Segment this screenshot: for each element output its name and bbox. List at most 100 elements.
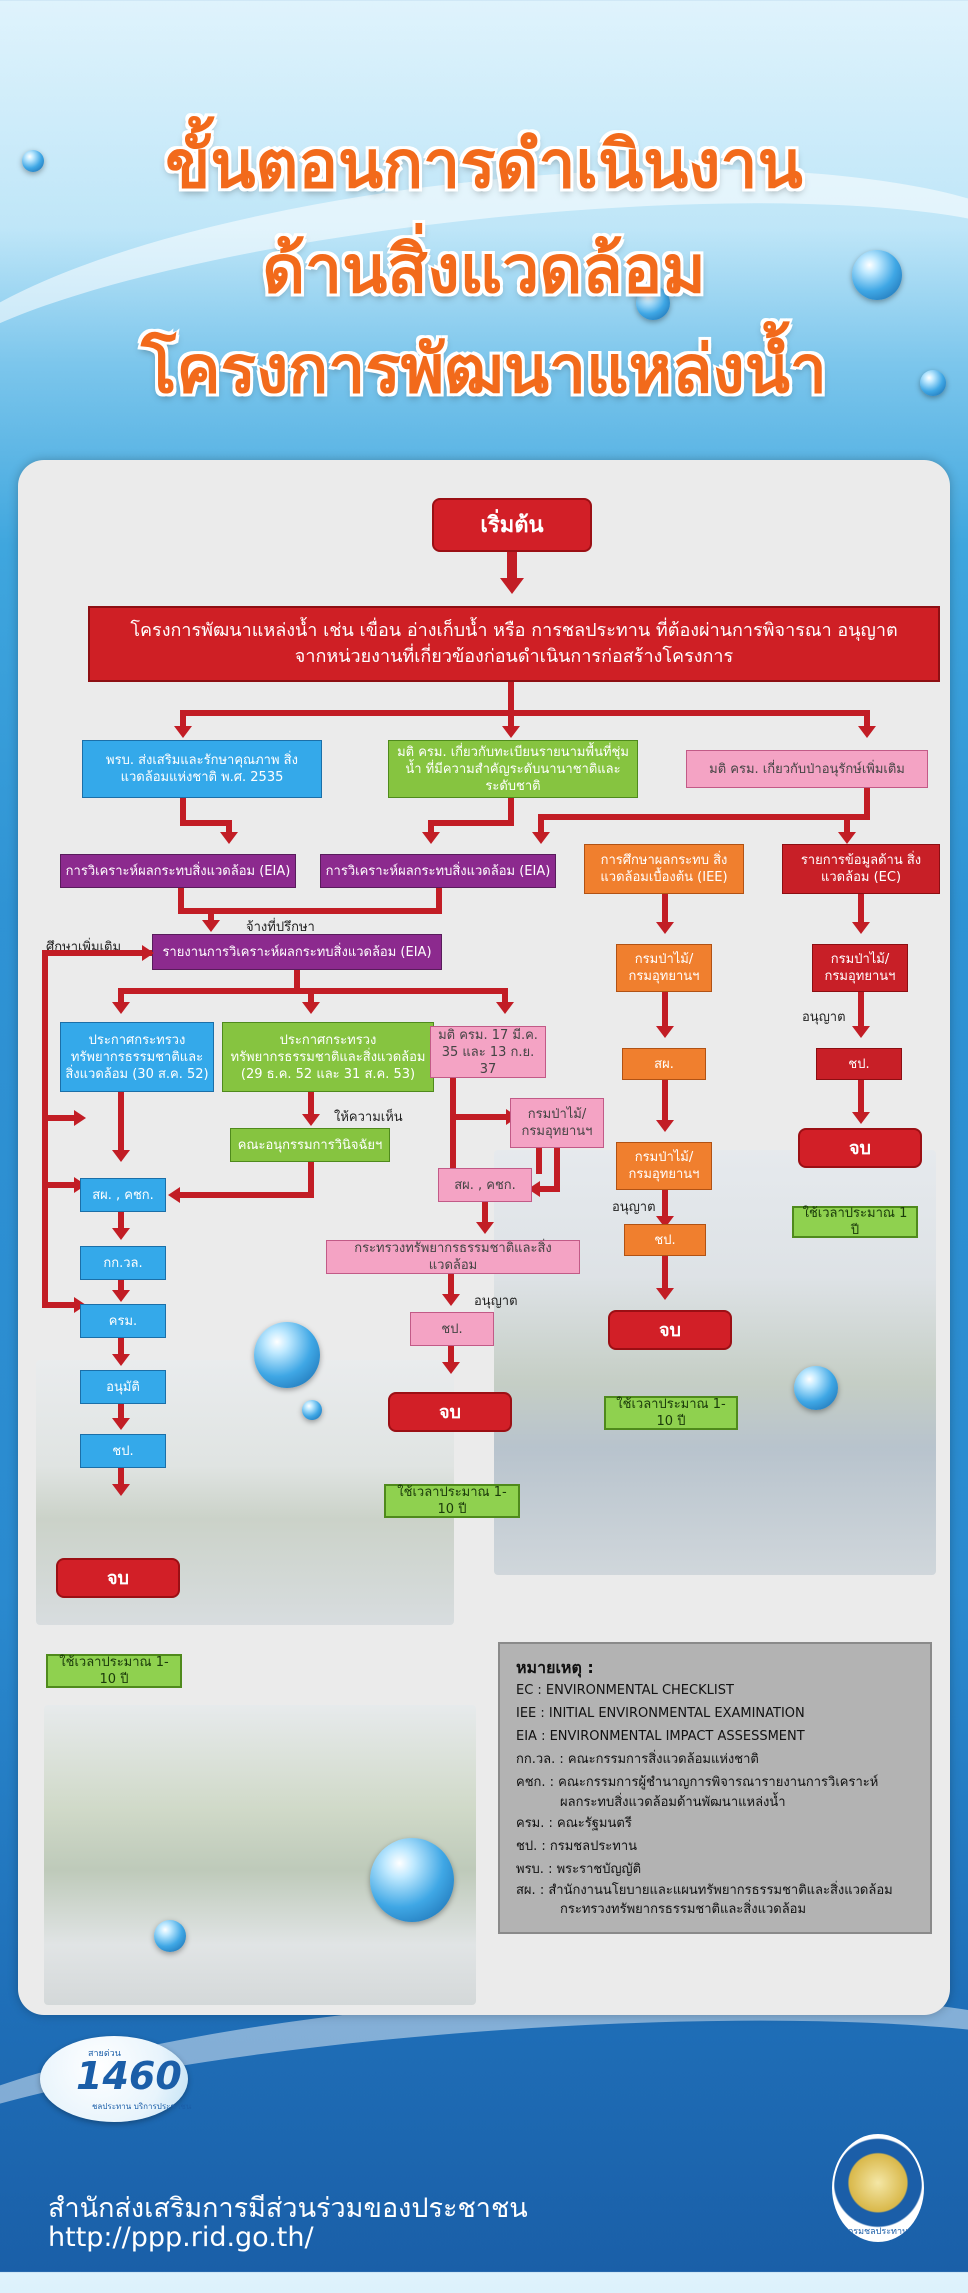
- arrow-down: [852, 1026, 870, 1038]
- website-link[interactable]: http://ppp.rid.go.th/: [48, 2222, 314, 2253]
- arrow-down: [532, 832, 550, 844]
- connector-line: [502, 988, 508, 1004]
- connector-line: [536, 1148, 542, 1174]
- connector-line: [448, 1286, 454, 1296]
- connector-line: [554, 1148, 560, 1192]
- cabinet-wetland-box: มติ ครม. เกี่ยวกับทะเบียนรายนามพื้นที่ชุ…: [388, 740, 638, 798]
- connector-line: [178, 1192, 314, 1198]
- arrow-down: [112, 1354, 130, 1366]
- connector-line: [308, 988, 314, 1004]
- end-box-4: จบ: [798, 1128, 922, 1168]
- arrow-down: [422, 832, 440, 844]
- connector-line: [864, 710, 870, 728]
- connector-line: [662, 894, 668, 924]
- onep-kcn-box-1: สผ. , คชก.: [80, 1178, 166, 1212]
- announcement-box-1: ประกาศกระทรวง ทรัพยากรธรรมชาติและ สิ่งแว…: [60, 1022, 214, 1092]
- arrow-down: [112, 1002, 130, 1014]
- arrow-down: [656, 922, 674, 934]
- nec-box: กก.วล.: [80, 1246, 166, 1280]
- connector-line: [180, 710, 186, 728]
- connector-line: [180, 798, 186, 824]
- arrow-right: [142, 945, 154, 961]
- arrow-down: [302, 1002, 320, 1014]
- note-item: EC : ENVIRONMENTAL CHECKLIST: [516, 1683, 734, 1698]
- connector-line: [428, 820, 514, 826]
- connector-line: [208, 908, 214, 922]
- hotline-top-text: สายด่วน: [88, 2049, 121, 2059]
- arrow-down: [442, 1294, 460, 1306]
- subcommittee-box: คณะอนุกรรมการวินิจฉัยฯ: [230, 1128, 390, 1162]
- note-item: ชป. : กรมชลประทาน: [516, 1839, 638, 1854]
- arrow-down: [202, 920, 220, 932]
- water-bubble-icon: [22, 150, 44, 172]
- connector-line: [178, 908, 442, 914]
- connector-line: [858, 1080, 864, 1114]
- forest-dept-box-1: กรมป่าไม้/ กรมอุทยานฯ: [510, 1098, 604, 1148]
- hotline-number: 1460: [76, 2054, 182, 2098]
- connector-line: [118, 1212, 124, 1230]
- connector-line: [118, 1338, 124, 1356]
- connector-line: [508, 798, 514, 824]
- connector-line: [864, 788, 870, 818]
- time-label-cabinet: ใช้เวลาประมาณ 1-10 ปี: [384, 1484, 520, 1518]
- water-bubble-icon: [852, 250, 902, 300]
- connector-line: [436, 888, 442, 914]
- arrow-down: [502, 726, 520, 738]
- act-env-box: พรบ. ส่งเสริมและรักษาคุณภาพ สิ่งแวดล้อมแ…: [82, 740, 322, 798]
- connector-line: [507, 552, 517, 580]
- connector-line: [662, 1190, 668, 1218]
- forest-dept-box-4: กรมป่าไม้/ กรมอุทยานฯ: [812, 944, 908, 992]
- eia-box-2: การวิเคราะห์ผลกระทบสิ่งแวดล้อม (EIA): [320, 854, 556, 888]
- connector-line: [858, 992, 864, 1028]
- end-box-1: จบ: [56, 1558, 180, 1598]
- rid-box-3: ชป.: [624, 1224, 706, 1256]
- connector-line: [42, 1302, 80, 1308]
- arrow-down: [220, 832, 238, 844]
- give-opinion-label: ให้ความเห็น: [334, 1110, 403, 1125]
- connector-line: [226, 820, 232, 834]
- connector-line: [508, 682, 514, 712]
- onep-kcn-box-2: สผ. , คชก.: [438, 1168, 532, 1202]
- arrow-down: [442, 1362, 460, 1374]
- cabinet-box: ครม.: [80, 1304, 166, 1338]
- announcement-box-2: ประกาศกระทรวง ทรัพยากรธรรมชาติและสิ่งแวด…: [222, 1022, 434, 1092]
- connector-line: [450, 1078, 456, 1184]
- connector-line: [844, 814, 850, 834]
- note-item: พรบ. : พระราชบัญญัติ: [516, 1862, 642, 1877]
- connector-line: [118, 1468, 124, 1486]
- connector-line: [448, 1274, 454, 1292]
- arrow-down: [656, 1120, 674, 1132]
- arrow-down: [858, 726, 876, 738]
- connector-line: [536, 1186, 560, 1192]
- time-label-eia: ใช้เวลาประมาณ 1-10 ปี: [46, 1654, 182, 1688]
- note-item: กก.วล. : คณะกรรมการสิ่งแวดล้อมแห่งชาติ: [516, 1752, 759, 1767]
- ministry-box: กระทรวงทรัพยากรธรรมชาติและสิ่งแวดล้อม: [326, 1240, 580, 1274]
- connector-line: [42, 950, 152, 956]
- office-name: สำนักส่งเสริมการมีส่วนร่วมของประชาชน: [48, 2193, 528, 2224]
- connector-line: [308, 1162, 314, 1198]
- connector-line: [118, 988, 124, 1004]
- arrow-down: [112, 1228, 130, 1240]
- water-bubble-icon: [636, 286, 670, 320]
- connector-line: [538, 814, 870, 820]
- connector-line: [662, 1256, 668, 1290]
- arrow-down: [838, 832, 856, 844]
- flowchart-panel: เริ่มต้น โครงการพัฒนาแหล่งน้ำ เช่น เขื่อ…: [18, 460, 950, 2015]
- connector-line: [448, 1346, 454, 1364]
- consultant-label: จ้างที่ปรึกษา: [246, 920, 315, 935]
- connector-line: [482, 1202, 488, 1224]
- arrow-down: [500, 578, 524, 594]
- arrow-down: [302, 1114, 320, 1126]
- forest-dept-box-2: กรมป่าไม้/ กรมอุทยานฯ: [616, 944, 712, 992]
- arrow-down: [496, 1002, 514, 1014]
- water-bubble-icon: [370, 1838, 454, 1922]
- legend-notes: หมายเหตุ : EC : ENVIRONMENTAL CHECKLIST …: [498, 1642, 932, 1934]
- start-box: เริ่มต้น: [432, 498, 592, 552]
- rid-box-4: ชป.: [816, 1048, 902, 1080]
- arrow-down: [852, 1112, 870, 1124]
- notes-heading: หมายเหตุ :: [516, 1658, 594, 1677]
- arrow-down: [852, 922, 870, 934]
- time-label-ec: ใช้เวลาประมาณ 1 ปี: [792, 1206, 918, 1238]
- permit-label-3: อนุญาต: [802, 1010, 846, 1025]
- arrow-left: [168, 1187, 180, 1203]
